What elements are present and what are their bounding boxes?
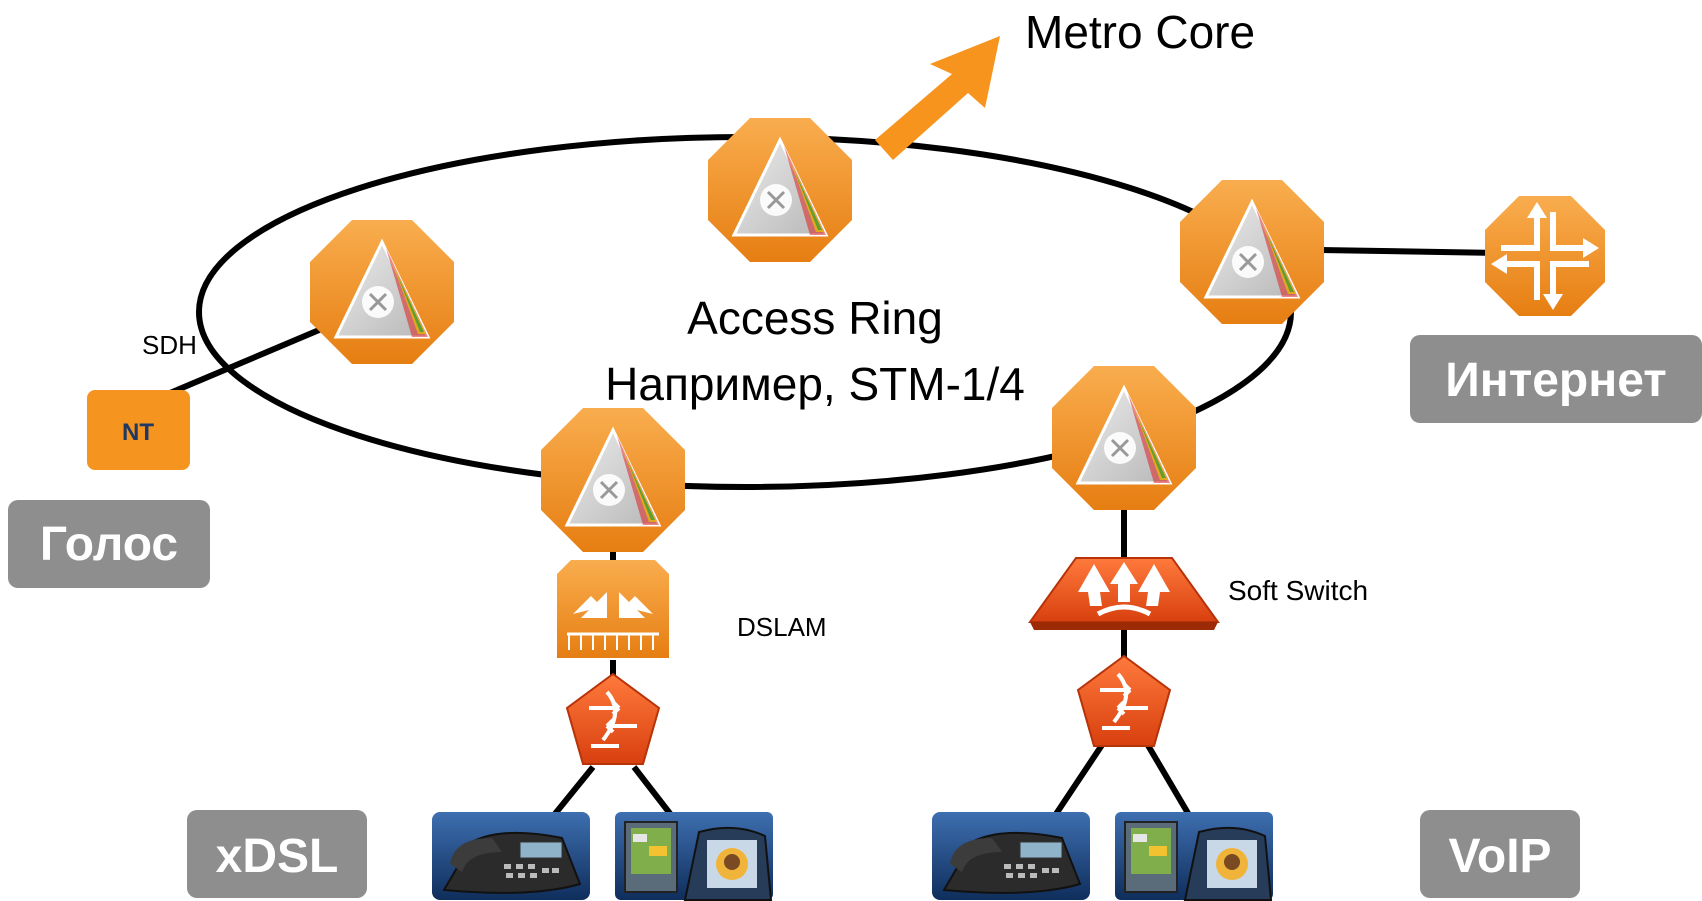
juniper-router-icon[interactable] [1485, 196, 1605, 316]
link-sdh-nt [168, 319, 340, 396]
ring-router-left[interactable] [308, 218, 456, 366]
ring-router-bottom-left[interactable] [539, 406, 687, 554]
dslam-label: DSLAM [737, 612, 827, 642]
badge-xdsl: xDSL [187, 810, 367, 898]
soft-switch-icon[interactable] [1028, 557, 1220, 630]
ip-phone-xdsl[interactable] [431, 811, 591, 901]
voice-gateway-voip[interactable] [1076, 654, 1172, 748]
metro-core-arrow [875, 36, 1000, 160]
soft-switch-label: Soft Switch [1228, 575, 1368, 606]
badge-xdsl-label: xDSL [216, 830, 339, 883]
link-gw2-phone [1049, 740, 1107, 822]
voice-gateway-xdsl[interactable] [565, 672, 661, 766]
badge-internet-label: Интернет [1445, 354, 1667, 407]
video-terminal-xdsl[interactable] [614, 811, 774, 901]
ring-title: Access Ring [687, 292, 943, 344]
sdh-label: SDH [142, 330, 197, 360]
ring-router-right[interactable] [1178, 178, 1326, 326]
badge-voice: Голос [8, 500, 210, 588]
ring-router-top[interactable] [706, 116, 854, 264]
video-terminal-voip[interactable] [1114, 811, 1274, 901]
badge-voip-label: VoIP [1448, 830, 1551, 883]
link-gw1-phone [547, 765, 596, 822]
dslam-icon[interactable] [557, 560, 669, 658]
nt-device[interactable]: NT [87, 390, 190, 470]
nt-label: NT [122, 419, 154, 446]
link-internet [1319, 247, 1501, 256]
ip-phone-voip[interactable] [931, 811, 1091, 901]
link-gw1-video [631, 765, 678, 822]
link-gw2-video [1143, 740, 1195, 822]
badge-voice-label: Голос [40, 518, 178, 571]
ring-router-bottom-right[interactable] [1050, 364, 1198, 512]
metro-core-label: Metro Core [1025, 6, 1255, 58]
badge-voip: VoIP [1420, 810, 1580, 898]
badge-internet: Интернет [1410, 335, 1702, 423]
ring-subtitle: Например, STM-1/4 [605, 358, 1025, 410]
